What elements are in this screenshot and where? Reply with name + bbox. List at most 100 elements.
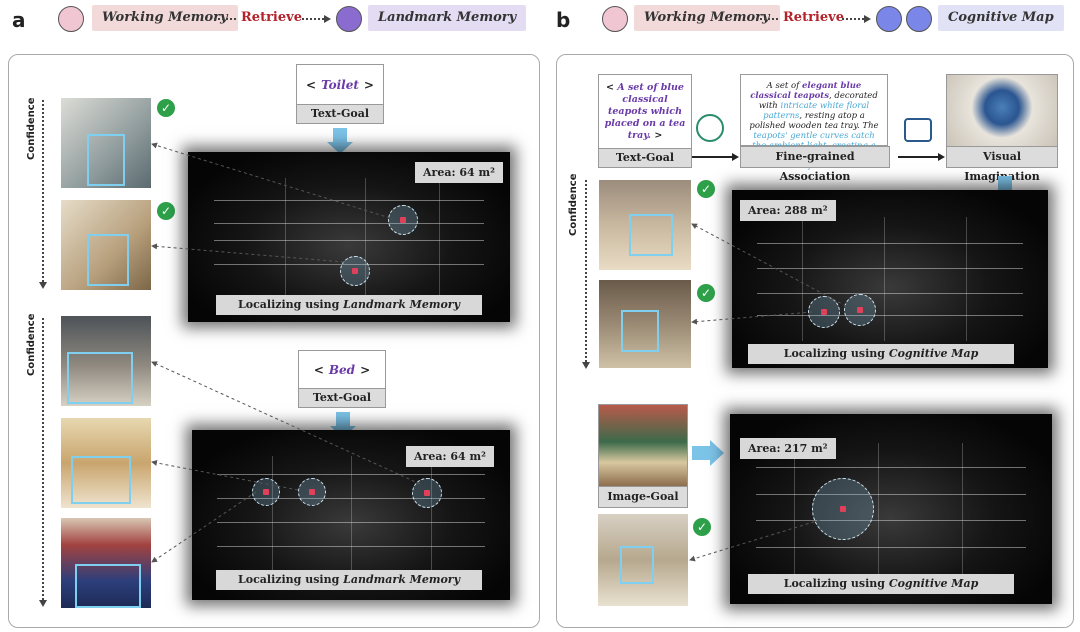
point-cloud-line [755,520,1027,522]
image-generation-icon [904,118,932,142]
area-label-b-bottom: Area: 217 m² [740,438,836,459]
check-icon: ✓ [157,99,175,117]
toilet-thumb-2 [61,200,151,290]
panel-b-dots-1 [756,18,778,20]
goal-open: < [606,81,614,93]
target-marker [412,478,442,508]
panel-a-dots-2 [302,18,324,20]
panel-a-confidence-arrowhead-bottom [39,600,47,607]
point-cloud-line [213,199,485,201]
bed-thumb-2 [61,418,151,508]
goal-title: Text-Goal [297,104,383,123]
bbox [629,214,673,256]
panel-b-confidence: Confidence [568,173,579,236]
goal-keyword: Bed [328,362,356,377]
point-cloud-line [757,268,1023,270]
bbox [75,564,141,608]
association-title: Fine-grained Association [740,146,890,183]
point-cloud-line [965,216,967,342]
point-cloud-line [213,240,485,242]
panel-b-retrieve-label: Retrieve [783,10,844,25]
panel-a-confidence-top: Confidence [26,97,37,160]
goal-text: < A set of blue classical teapots which … [599,75,691,148]
teapot-thumb-1 [599,180,691,270]
panel-a-dots-1 [214,18,236,20]
chatgpt-logo-icon [696,114,724,142]
assoc-h2: intricate white floral patterns [763,101,870,121]
point-cloud-line [755,493,1027,495]
point-cloud-line [801,216,803,342]
point-cloud-line [757,243,1023,245]
target-marker [298,478,326,506]
panel-a-confidence-arrowhead-top [39,282,47,289]
point-cloud-line [757,314,1023,316]
assoc-t3: , resting atop a polished wooden tea tra… [749,111,879,131]
loc-bar-a-top: Localizing using Landmark Memory [216,295,482,315]
bbox [67,352,133,404]
point-cloud-line [430,455,432,575]
cognitive-map-icon-2 [906,6,932,32]
point-cloud-line [217,521,485,523]
target-marker [808,296,840,328]
association-text: A set of elegant blue classical teapots,… [740,74,888,171]
area-label-a-top: Area: 64 m² [415,162,503,183]
area-label-b-top: Area: 288 m² [740,200,836,221]
goal-text: < Bed > [299,351,385,388]
point-cloud-line [217,545,485,547]
image-goal-arrow [692,446,710,460]
check-icon: ✓ [693,518,711,536]
loc-bar-b-top: Localizing using Cognitive Map [748,344,1014,364]
goal-text: < Toilet > [297,65,383,104]
bed-text-goal: < Bed > Text-Goal [298,350,386,408]
bbox [87,134,125,186]
point-cloud-line [755,547,1027,548]
down-arrow-icon [330,412,356,438]
target-marker [340,256,370,286]
arrowhead [732,153,739,161]
target-marker [812,478,874,540]
down-arrow-icon [327,128,353,154]
point-cloud-line [284,177,286,297]
loc-em: Landmark Memory [343,573,460,586]
panel-a-confidence-bottom: Confidence [26,313,37,376]
bed-thumb-3 [61,518,151,608]
loc-bar-b-bottom: Localizing using Cognitive Map [748,574,1014,594]
loc-prefix: Localizing using [238,573,344,586]
teapot-thumb-2 [599,280,691,368]
panel-b-header-arrowhead [864,15,871,23]
goal-title: Text-Goal [299,388,385,407]
landmark-memory-icon [336,6,362,32]
arrow-line [898,156,938,158]
toilet-thumb-1 [61,98,151,188]
image-goal-title: Image-Goal [598,486,688,508]
assoc-t2: , decorated with [758,91,878,111]
arrowhead [938,153,945,161]
panel-a-retrieve-label: Retrieve [241,10,302,25]
target-marker [388,205,418,235]
point-cloud-line [757,293,1023,295]
goal-open: < [306,77,317,92]
panel-a-working-memory-label: Working Memory [92,5,238,31]
panel-b-cognitive-map-label: Cognitive Map [938,5,1064,31]
arrow-line [692,156,732,158]
image-goal-picture [598,404,688,488]
working-memory-icon-b [602,6,628,32]
point-cloud-line [883,216,885,342]
goal-keyword: Toilet [321,77,359,92]
check-icon: ✓ [157,202,175,220]
panel-a-header-arrowhead [324,15,331,23]
loc-em: Cognitive Map [888,347,979,360]
cognitive-map-icon-1 [876,6,902,32]
target-marker [844,294,876,326]
panel-a-landmark-memory-label: Landmark Memory [368,5,527,31]
down-arrow-icon [992,176,1018,202]
imagination-title: Visual Imagination [946,146,1058,183]
imagination-image [946,74,1058,148]
panel-b-dots-2 [842,18,864,20]
goal-close: > [360,362,371,377]
goal-close: > [363,77,374,92]
loc-prefix: Localizing using [783,347,889,360]
panel-a-confidence-axis-top [42,100,44,282]
panel-b-confidence-arrowhead [582,362,590,369]
point-cloud-line [794,442,796,576]
